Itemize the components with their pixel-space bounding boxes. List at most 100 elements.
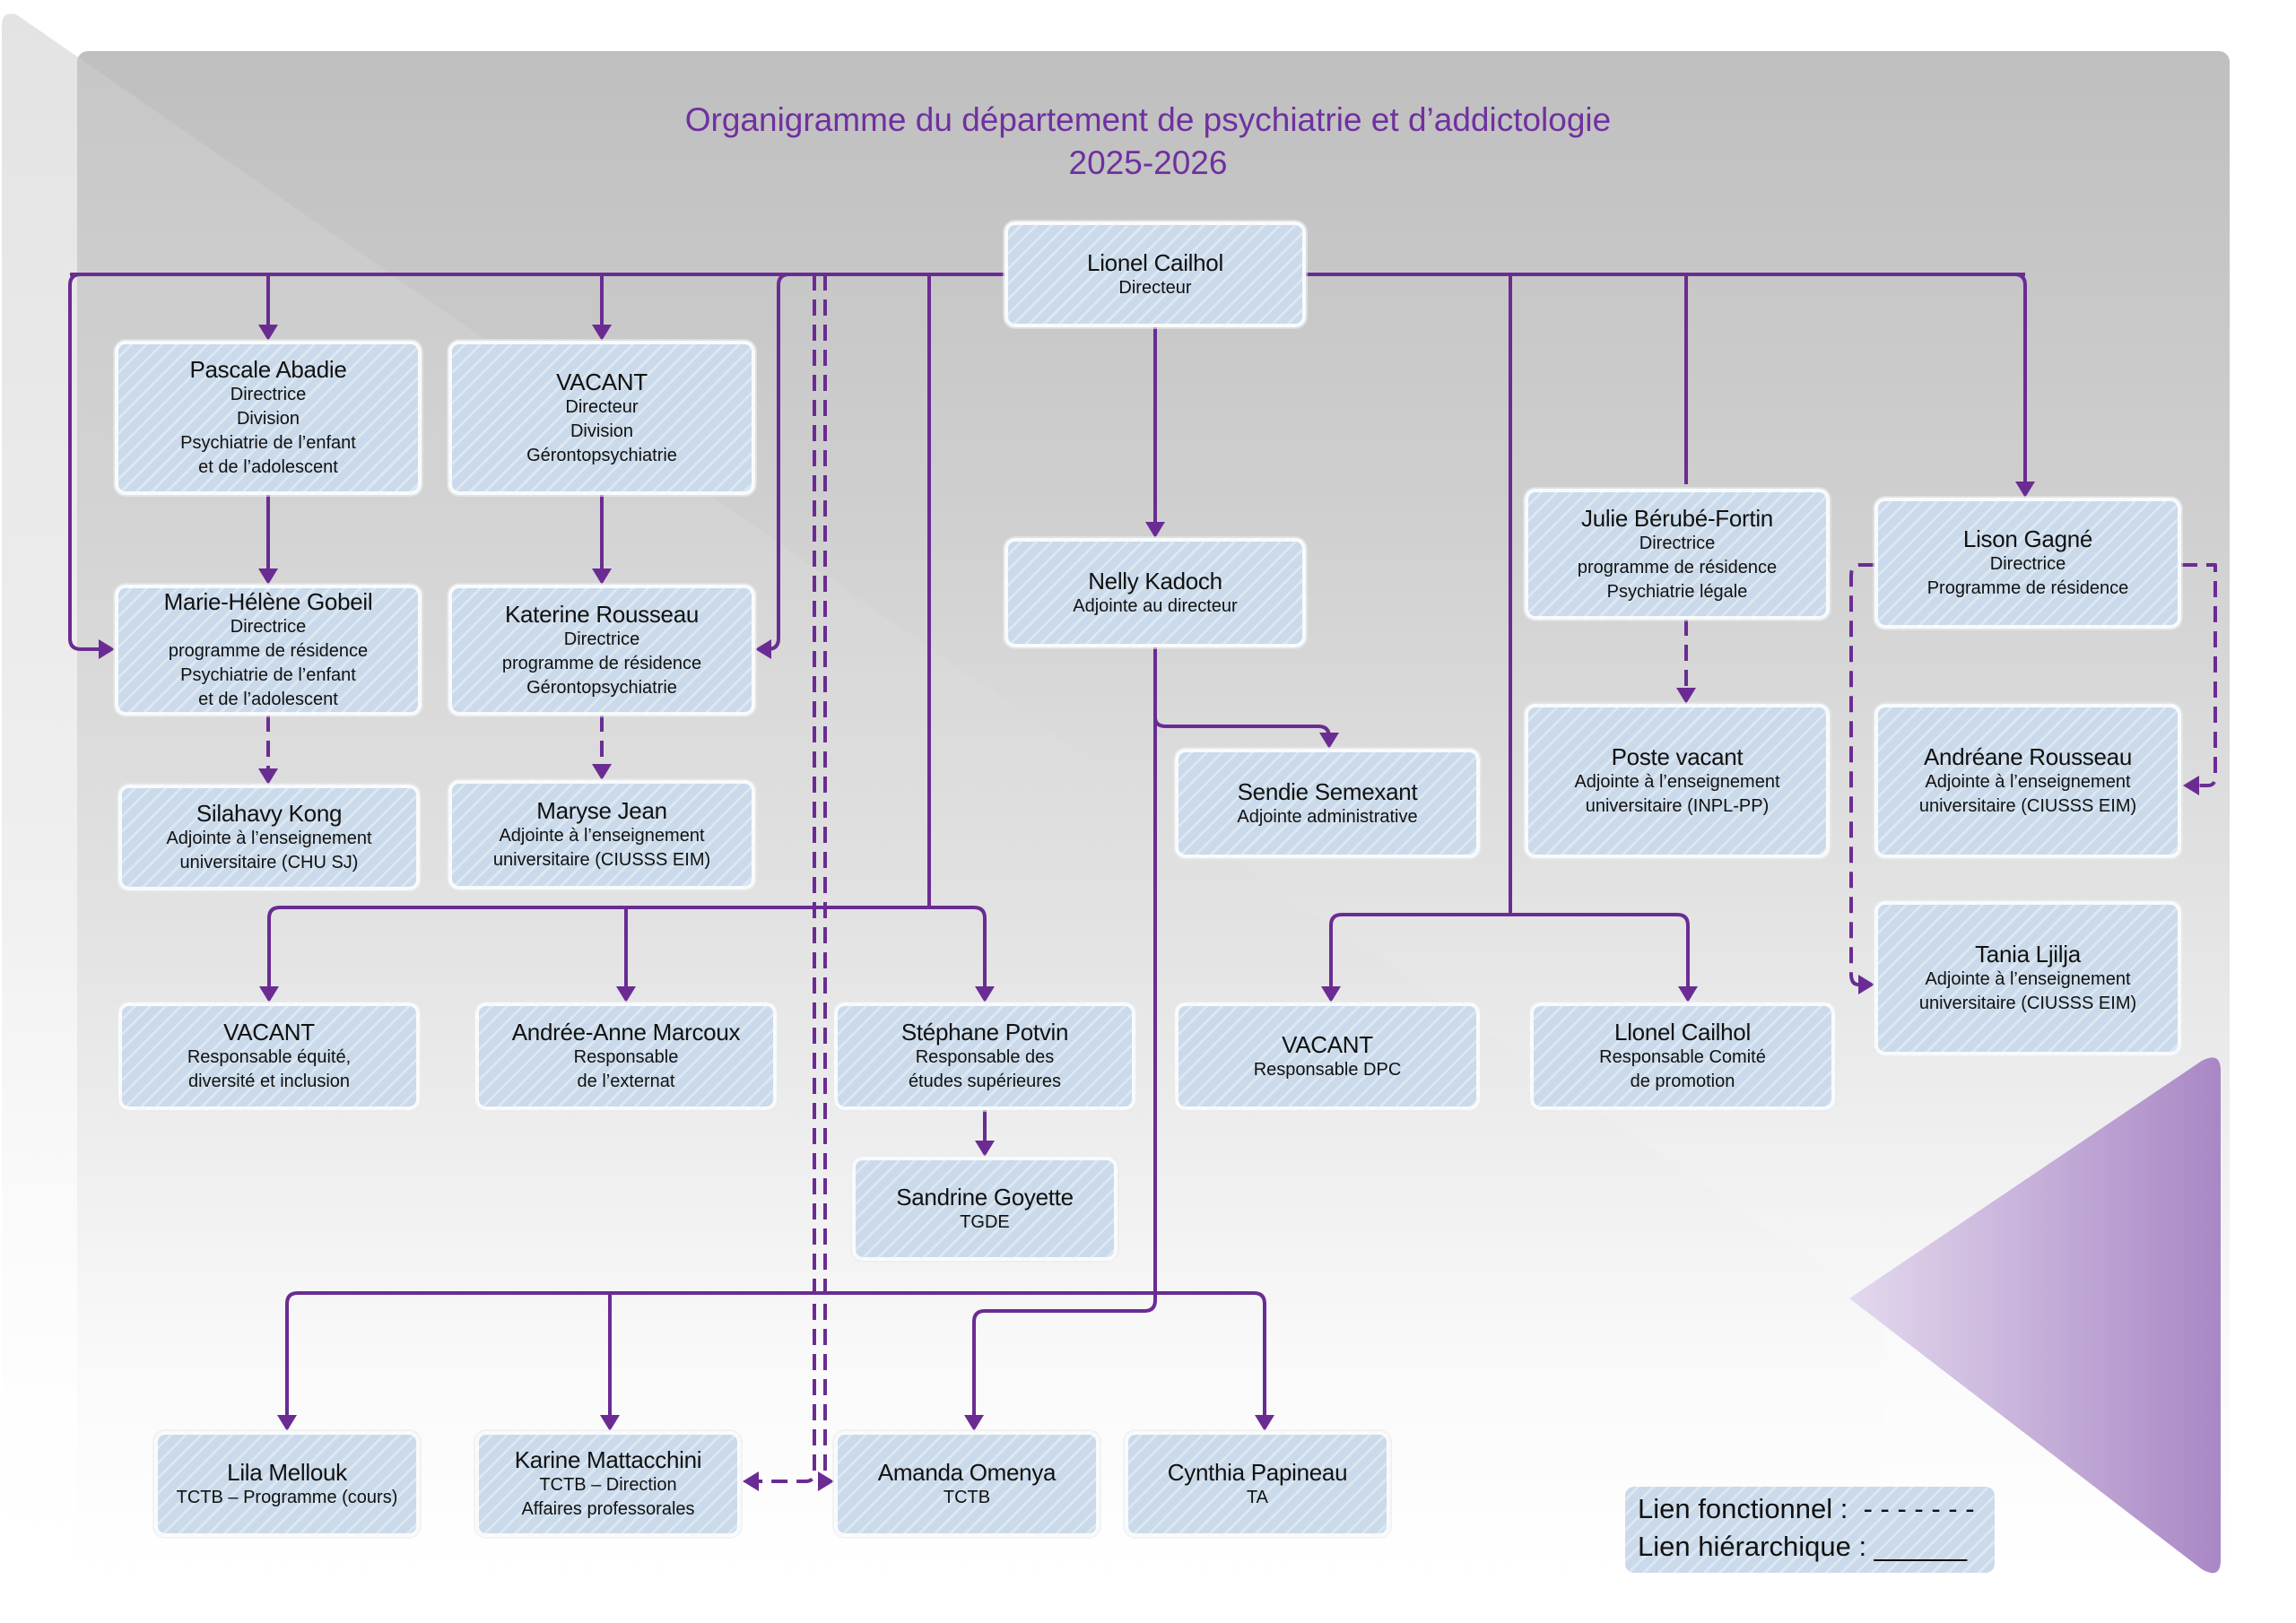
role-line: TCTB [943, 1487, 991, 1507]
person-name: VACANT [223, 1019, 315, 1046]
person-name: Andréane Rousseau [1924, 743, 2132, 770]
hierarchical-link [1329, 913, 1343, 986]
chart-title-line2: 2025-2026 [1068, 144, 1228, 181]
person-name: VACANT [556, 368, 648, 395]
arrowhead-icon [964, 1415, 984, 1431]
hierarchical-link [285, 1291, 1155, 1415]
role-line: universitaire (CHU SJ) [179, 853, 359, 872]
role-line: Responsable DPC [1253, 1059, 1402, 1080]
role-line: Adjointe administrative [1237, 806, 1418, 827]
role-line: de l’externat [577, 1072, 675, 1091]
arrowhead-icon [1858, 975, 1874, 994]
role-line: universitaire (CIUSSS EIM) [1918, 994, 2137, 1013]
role-line: de promotion [1630, 1072, 1735, 1091]
person-name: Sendie Semexant [1237, 777, 1418, 805]
role-line: Psychiatrie de l’enfant [180, 433, 356, 453]
legend-functional-link: Lien fonctionnel : - - - - - - - [1638, 1493, 1975, 1524]
person-name: Silahavy Kong [196, 800, 343, 827]
hierarchical-link [766, 273, 790, 651]
hierarchical-link [280, 906, 987, 986]
hierarchical-link [1155, 1291, 1266, 1415]
person-name: Pascale Abadie [189, 356, 347, 383]
role-line: Responsable des [915, 1047, 1055, 1067]
arrowhead-icon [2015, 482, 2035, 498]
hierarchical-link [1153, 647, 1331, 744]
role-line: TCTB – Programme (cours) [176, 1487, 398, 1507]
person-name: Andrée-Anne Marcoux [511, 1019, 741, 1046]
legend-hierarchical-link: Lien hiérarchique : ______ [1638, 1531, 1968, 1562]
hierarchical-link [1342, 913, 1690, 986]
arrowhead-icon [616, 986, 636, 1002]
role-line: Gérontopsychiatrie [526, 677, 677, 698]
role-line: Programme de résidence [1926, 578, 2129, 598]
arrowhead-icon [99, 639, 115, 659]
arrowhead-icon [975, 986, 995, 1002]
functional-link [1849, 563, 1874, 986]
person-name: Marie-Hélène Gobeil [163, 588, 373, 615]
role-line: programme de résidence [1577, 557, 1778, 577]
arrowhead-icon [592, 568, 612, 585]
person-name: Lila Mellouk [227, 1458, 347, 1486]
person-name: Poste vacant [1611, 743, 1744, 770]
person-name: Nelly Kadoch [1088, 567, 1222, 595]
arrowhead-icon [1319, 733, 1339, 749]
role-line: universitaire (INPL-PP) [1585, 796, 1770, 816]
arrowhead-icon [258, 768, 278, 785]
hierarchical-link [267, 906, 281, 986]
arrowhead-icon [975, 1141, 995, 1157]
arrowhead-icon [1145, 522, 1165, 538]
role-line: Responsable Comité [1599, 1047, 1766, 1067]
role-line: et de l’adolescent [198, 690, 338, 709]
functional-link-mattacchini [759, 274, 816, 1483]
role-line: Psychiatrie de l’enfant [180, 665, 356, 685]
functional-link [2181, 563, 2217, 787]
purple-triangle-decoration [1849, 1057, 2221, 1574]
chart-title: Organigramme du département de psychiatr… [0, 99, 2296, 185]
person-name: Maryse Jean [536, 797, 667, 824]
person-name: Llonel Cailhol [1614, 1019, 1751, 1046]
chart-title-line1: Organigramme du département de psychiatr… [684, 101, 1612, 138]
role-line: Adjointe à l’enseignement [166, 829, 372, 848]
role-line: programme de résidence [501, 653, 702, 673]
role-line: diversité et inclusion [187, 1072, 351, 1091]
role-line: études supérieures [908, 1072, 1062, 1091]
arrowhead-icon [818, 1471, 834, 1491]
role-line: universitaire (CIUSSS EIM) [1918, 796, 2137, 816]
arrowhead-icon [2183, 776, 2199, 795]
arrowhead-icon [1678, 986, 1698, 1002]
arrowhead-icon [743, 1471, 759, 1491]
arrowhead-icon [1255, 1415, 1274, 1431]
role-line: TCTB – Direction [539, 1475, 677, 1495]
role-line: Division [570, 421, 634, 441]
hierarchical-link [972, 647, 1157, 1415]
arrowhead-icon [259, 986, 279, 1002]
person-name: Lionel Cailhol [1087, 248, 1223, 276]
role-line: TA [1246, 1487, 1269, 1507]
role-line: Gérontopsychiatrie [526, 445, 677, 465]
arrowhead-icon [600, 1415, 620, 1431]
person-name: Julie Bérubé-Fortin [1581, 504, 1773, 532]
hierarchical-link [68, 273, 99, 651]
arrowhead-icon [1676, 688, 1696, 704]
role-line: Division [236, 409, 300, 429]
role-line: Directrice [563, 629, 640, 649]
role-line: Adjointe au directeur [1073, 595, 1238, 616]
